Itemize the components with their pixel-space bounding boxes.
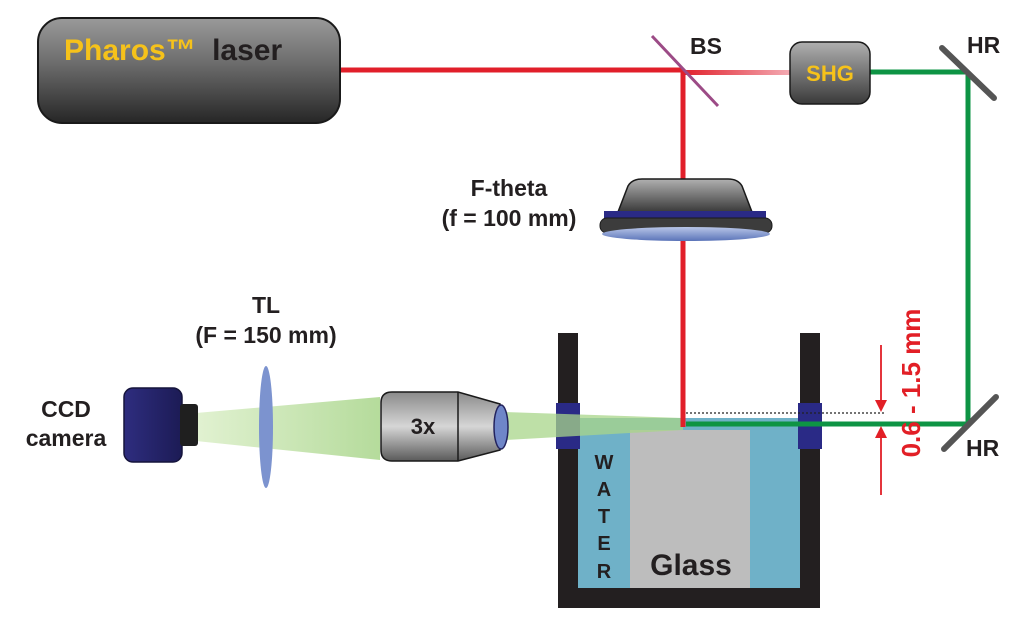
beam-splitter bbox=[650, 34, 720, 108]
f-theta-lens bbox=[599, 178, 773, 241]
hr-mirror-top-label: HR bbox=[967, 32, 1001, 58]
container-bottom bbox=[558, 588, 820, 608]
water-letter-e: E bbox=[597, 533, 610, 555]
shg-label: SHG bbox=[806, 61, 854, 86]
depth-arrows bbox=[875, 345, 887, 495]
tube-lens-focal-label: (F = 150 mm) bbox=[195, 322, 336, 348]
depth-label: 0.6 - 1.5 mm bbox=[896, 309, 926, 458]
hr-mirror-top bbox=[939, 45, 997, 101]
imaging-light-cone-2 bbox=[505, 412, 683, 440]
svg-text:Pharos™ laser: Pharos™ laser bbox=[64, 34, 282, 67]
beam-splitter-label: BS bbox=[690, 33, 722, 59]
water-letter-w: W bbox=[595, 452, 614, 474]
container-left-wall bbox=[558, 333, 578, 608]
container-right-wall bbox=[800, 333, 820, 608]
imaging-light-cone bbox=[196, 397, 380, 460]
objective-lens: 3x bbox=[380, 391, 509, 462]
f-theta-focal-label: (f = 100 mm) bbox=[442, 205, 577, 231]
tube-lens bbox=[259, 366, 273, 488]
ccd-camera-label: CCD bbox=[41, 396, 91, 422]
objective-label: 3x bbox=[411, 414, 436, 439]
hr-mirror-bottom bbox=[941, 394, 999, 452]
laser-brand-label: Pharos™ bbox=[64, 34, 196, 67]
red-beam bbox=[340, 67, 812, 427]
pharos-laser: Pharos™ laser bbox=[37, 17, 341, 124]
water-letter-t: T bbox=[598, 506, 610, 528]
shg-crystal: SHG bbox=[789, 41, 871, 105]
water-letter-r: R bbox=[597, 561, 612, 583]
f-theta-label: F-theta bbox=[471, 175, 548, 201]
glass-sample bbox=[630, 430, 750, 588]
ccd-camera bbox=[123, 387, 198, 463]
laser-word-label: laser bbox=[212, 34, 282, 67]
water-letter-a: A bbox=[597, 479, 611, 501]
hr-mirror-bottom-label: HR bbox=[966, 435, 1000, 461]
green-beam bbox=[686, 69, 971, 427]
tube-lens-label: TL bbox=[252, 292, 280, 318]
ccd-camera-label-2: camera bbox=[26, 425, 107, 451]
glass-label: Glass bbox=[650, 549, 732, 582]
